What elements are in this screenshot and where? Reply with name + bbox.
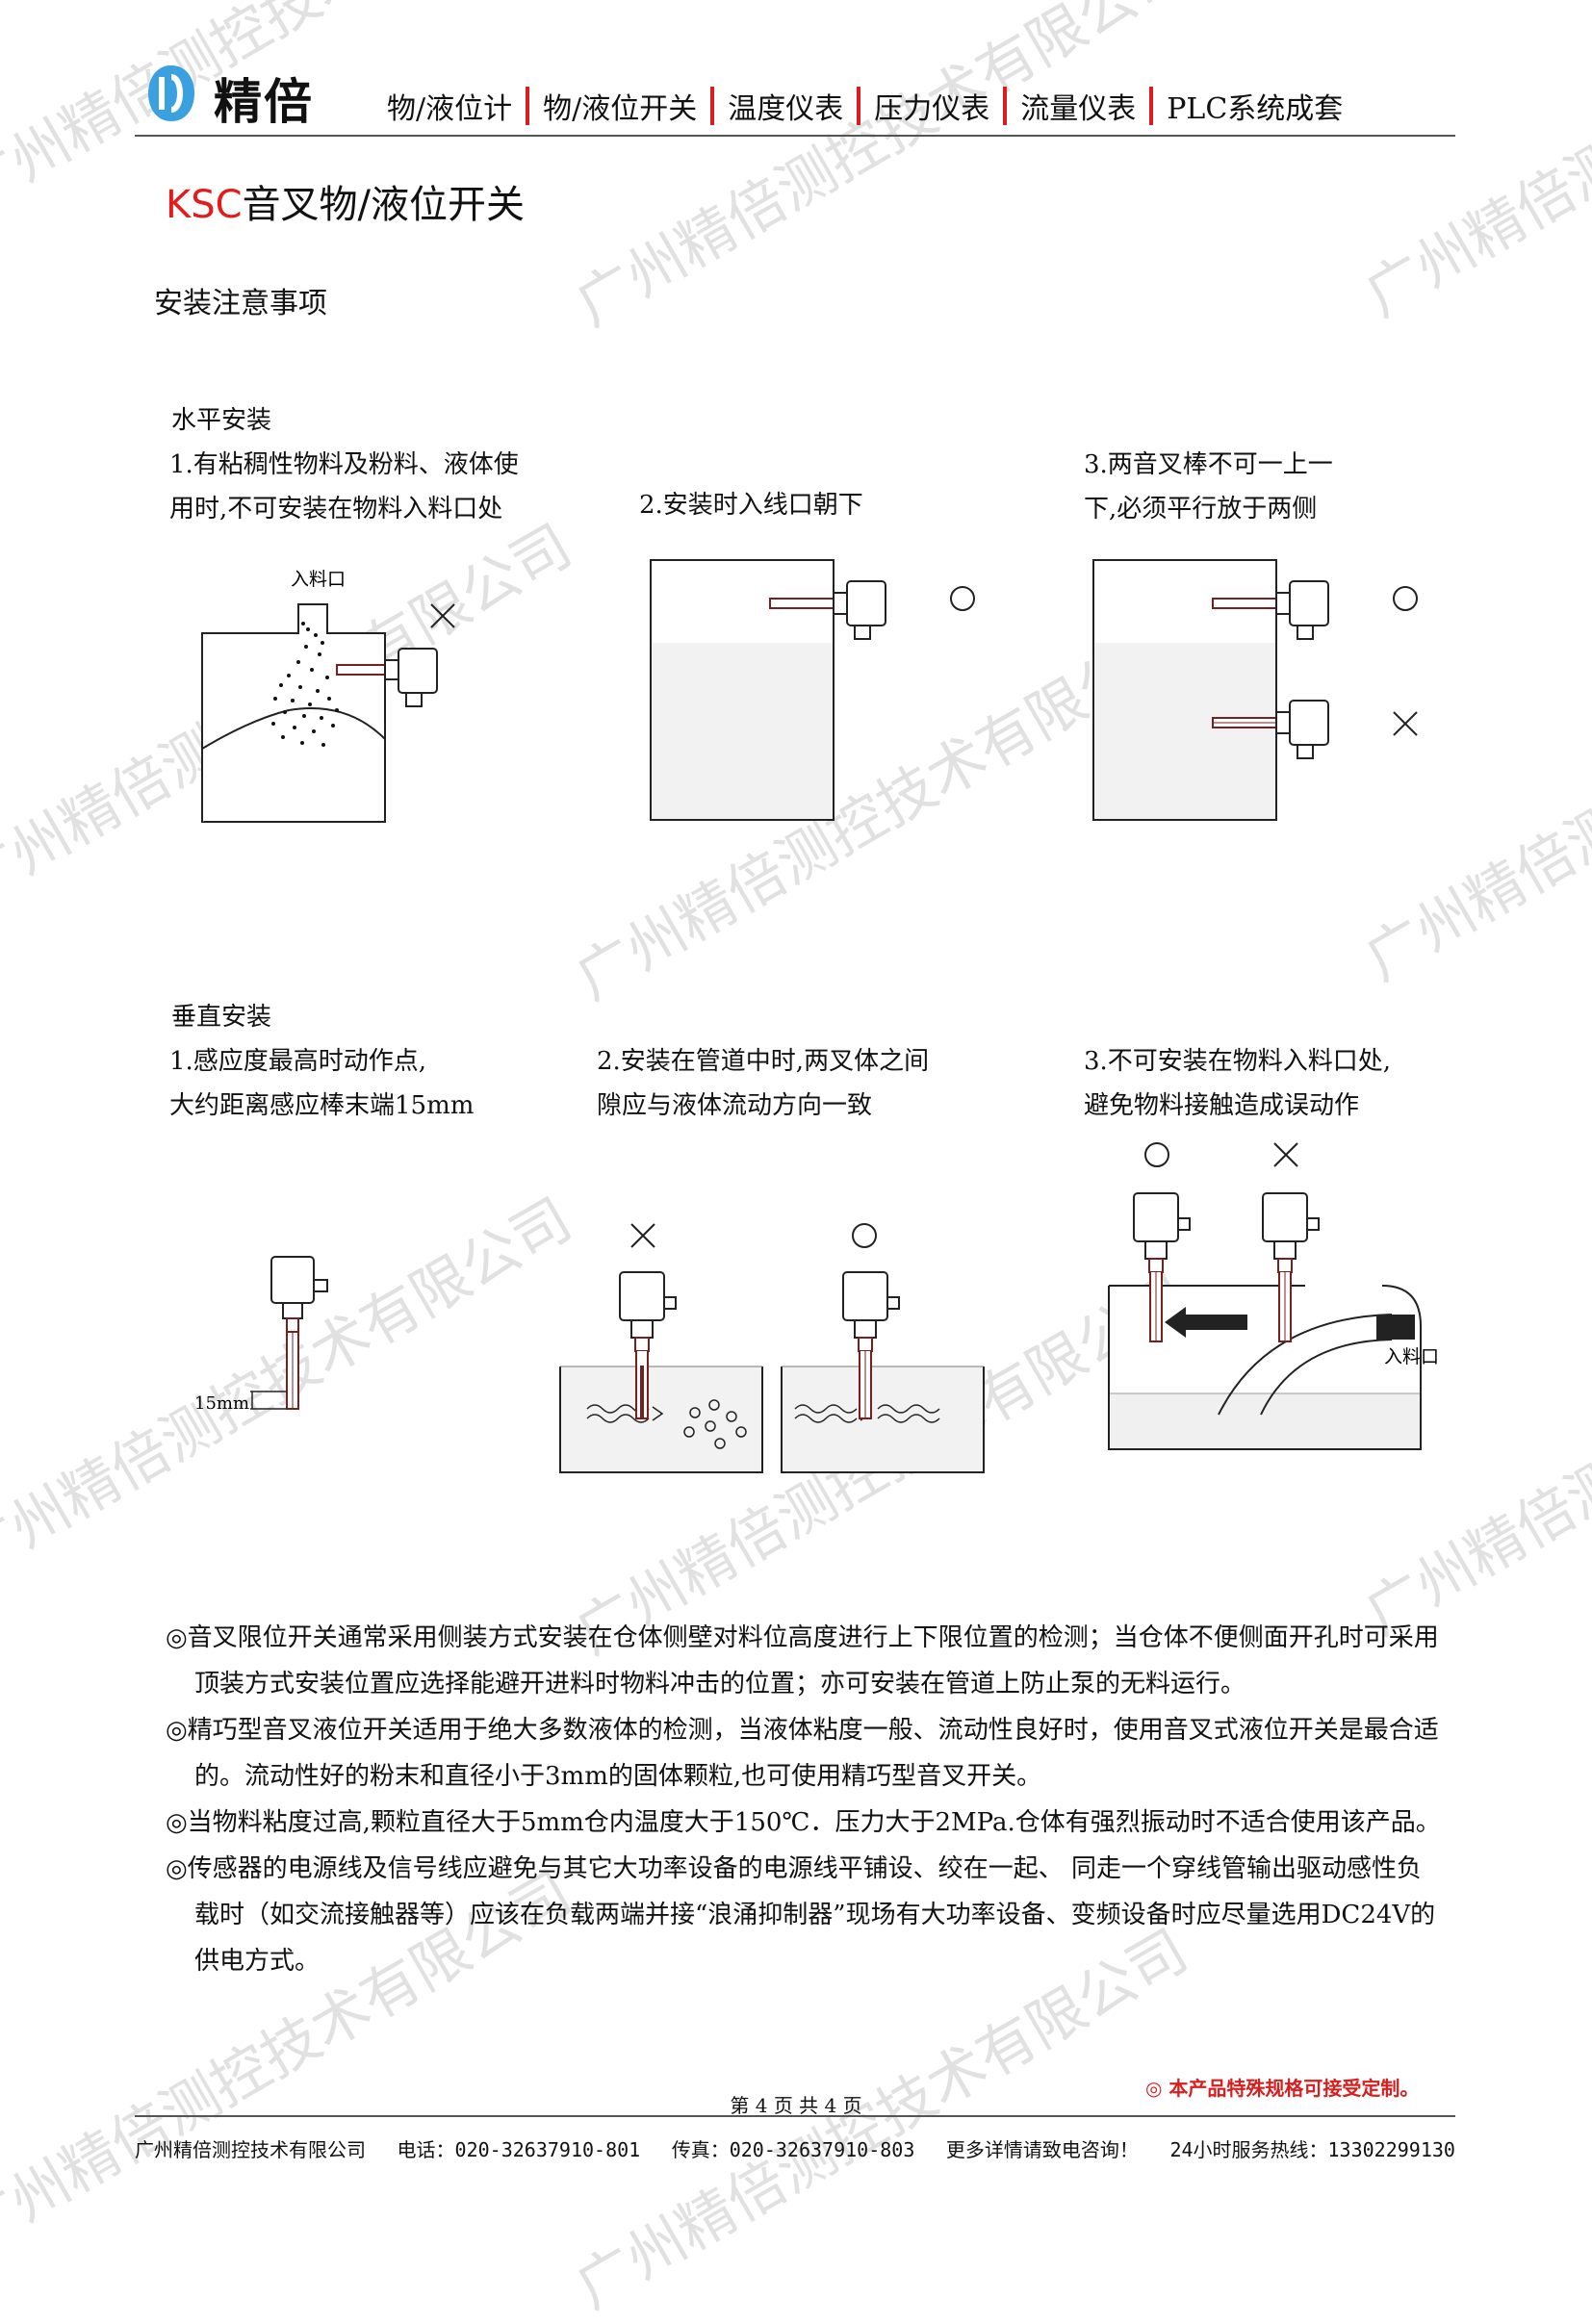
caption-line: 1.感应度最高时动作点,: [169, 1047, 427, 1076]
vertical-caption-3: 3.不可安装在物料入料口处, 避免物料接触造成误动作: [1084, 1039, 1391, 1128]
note-item: ◎音叉限位开关通常采用侧装方式安装在仓体侧壁对料位高度进行上下限位置的检测；当仓…: [166, 1623, 1439, 1698]
caption-line: 大约距离感应棒末端15mm: [169, 1091, 475, 1120]
vertical-caption-1: 1.感应度最高时动作点, 大约距离感应棒末端15mm: [169, 1039, 474, 1128]
nav-item-level-meter[interactable]: 物/液位计: [387, 92, 513, 126]
powder-particles: [271, 622, 339, 747]
title-prefix: KSC: [166, 183, 243, 227]
caption-line: 下,必须平行放于两侧: [1084, 495, 1318, 524]
inlet-label: 入料口: [1384, 1346, 1439, 1367]
custom-spec-notice: ◎ 本产品特殊规格可接受定制。: [1145, 2077, 1420, 2100]
caption-line: 3.两音叉棒不可一上一: [1084, 450, 1333, 479]
horizontal-heading: 水平安装: [171, 406, 272, 435]
caption-line: 1.有粘稠性物料及粉料、液体使: [169, 450, 519, 479]
footer-phone[interactable]: 电话：020-32637910-801: [397, 2138, 641, 2161]
ok-mark-icon: [950, 586, 975, 611]
caption-line: 2.安装时入线口朝下: [639, 491, 863, 520]
vertical-caption-2: 2.安装在管道中时,两叉体之间 隙应与液体流动方向一致: [597, 1039, 929, 1128]
diagram-horizontal-cable-down: [650, 559, 975, 821]
nav-item-level-switch[interactable]: 物/液位开关: [543, 92, 698, 126]
dimension-label: 15mm: [194, 1393, 249, 1414]
caption-line: 3.不可安装在物料入料口处,: [1084, 1047, 1392, 1076]
vertical-heading: 垂直安装: [171, 1003, 272, 1032]
nav-divider: [526, 87, 530, 125]
watermark: 广州精倍测控技术有限公司: [1354, 0, 1592, 330]
ok-mark-icon: [1393, 586, 1418, 611]
note-item: ◎当物料粘度过高,颗粒直径大于5mm仓内温度大于150℃．压力大于2MPa.仓体…: [166, 1808, 1441, 1837]
section-subtitle: 安装注意事项: [154, 287, 327, 320]
caption-line: 用时,不可安装在物料入料口处: [169, 495, 503, 524]
caption-line: 避免物料接触造成误动作: [1084, 1091, 1360, 1120]
category-nav: 物/液位计 物/液位开关 温度仪表 压力仪表 流量仪表 PLC系统成套: [373, 85, 1356, 127]
nav-divider: [1149, 87, 1154, 125]
footer-fax: 传真：020-32637910-803: [671, 2138, 915, 2161]
nav-item-flow[interactable]: 流量仪表: [1020, 92, 1137, 126]
diagram-horizontal-parallel: [1092, 559, 1418, 821]
caption-line: 2.安装在管道中时,两叉体之间: [597, 1047, 930, 1076]
ng-mark-icon: [1273, 1142, 1298, 1167]
header-divider: [135, 135, 1455, 137]
brand-name: 精倍: [214, 74, 314, 130]
horizontal-caption-2: 2.安装时入线口朝下: [639, 483, 863, 527]
page-title: KSC音叉物/液位开关: [166, 173, 525, 229]
note-item: ◎精巧型音叉液位开关适用于绝大多数液体的检测，当液体粘度一般、流动性良好时，使用…: [166, 1716, 1439, 1791]
nav-item-temperature[interactable]: 温度仪表: [728, 92, 844, 126]
diagram-vertical-pipe-flow: [559, 1223, 985, 1473]
ok-mark-icon: [1144, 1142, 1169, 1167]
page-number: 第 4 页 共 4 页: [730, 2094, 862, 2117]
watermark: 广州精倍测控技术有限公司: [565, 0, 1199, 340]
footer-divider: [135, 2115, 1455, 2117]
brand-logo-icon: [148, 65, 194, 121]
horizontal-caption-1: 1.有粘稠性物料及粉料、液体使 用时,不可安装在物料入料口处: [169, 443, 519, 531]
diagram-vertical-inlet: 入料口: [1108, 1142, 1439, 1450]
caption-line: 隙应与液体流动方向一致: [597, 1091, 873, 1120]
footer-contact-bar: 广州精倍测控技术有限公司 电话：020-32637910-801 传真：020-…: [135, 2134, 1455, 2162]
title-text: 音叉物/液位开关: [242, 183, 526, 227]
footer-company: 广州精倍测控技术有限公司: [135, 2138, 366, 2161]
ng-mark-icon: [630, 1223, 655, 1248]
diagram-vertical-sensing-point: 15mm: [194, 1256, 328, 1414]
inlet-label: 入料口: [291, 569, 346, 590]
ng-mark-icon: [1393, 711, 1418, 736]
diagram-horizontal-inlet: 入料口: [201, 569, 455, 823]
footer-hotline[interactable]: 24小时服务热线：13302299130: [1169, 2138, 1455, 2161]
ok-mark-icon: [852, 1223, 877, 1248]
nav-divider: [1003, 87, 1008, 125]
horizontal-caption-3: 3.两音叉棒不可一上一 下,必须平行放于两侧: [1084, 443, 1333, 531]
nav-divider: [710, 87, 715, 125]
installation-notes: ◎音叉限位开关通常采用侧装方式安装在仓体侧壁对料位高度进行上下限位置的检测；当仓…: [166, 1615, 1446, 1984]
nav-item-pressure[interactable]: 压力仪表: [874, 92, 990, 126]
note-item: ◎传感器的电源线及信号线应避免与其它大功率设备的电源线平铺设、绞在一起、 同走一…: [166, 1854, 1436, 1976]
footer-consult: 更多详情请致电咨询！: [945, 2138, 1139, 2161]
nav-item-plc[interactable]: PLC系统成套: [1167, 92, 1344, 126]
nav-divider: [857, 87, 861, 125]
